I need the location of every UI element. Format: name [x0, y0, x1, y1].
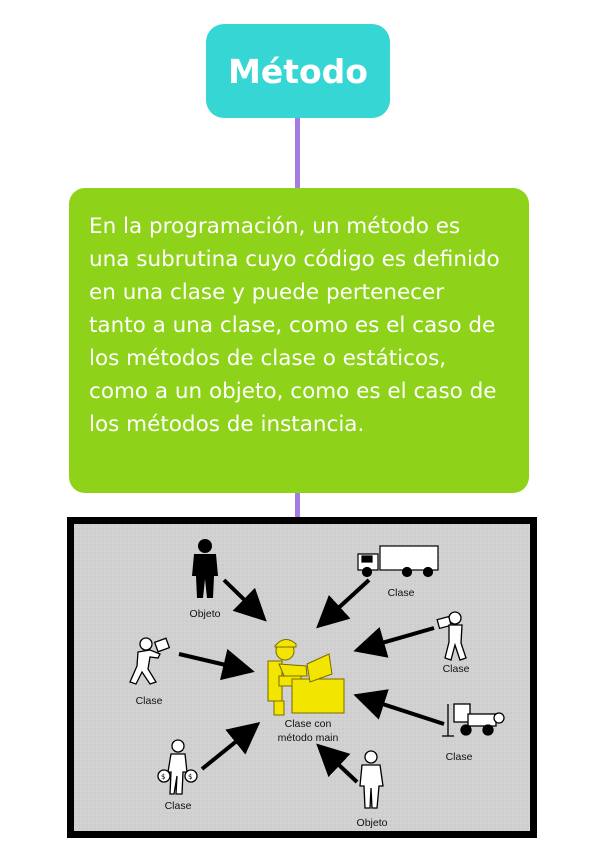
- forklift-icon: [442, 703, 505, 737]
- center-worker-computer-icon: [267, 639, 345, 716]
- arrow-objeto-bottom: [316, 743, 359, 784]
- center-label-line1: Clase con: [285, 718, 332, 730]
- person-white-icon: [359, 750, 384, 809]
- arrow-money: [200, 721, 261, 771]
- person-carrying-box-icon: [436, 611, 467, 661]
- node-label-money: Clase: [165, 800, 192, 812]
- svg-text:$: $: [161, 773, 165, 781]
- node-label-forklift: Clase: [446, 751, 473, 763]
- diagram-frame: Clase con método main Objeto Clase Clase: [67, 517, 537, 838]
- arrows: [178, 578, 445, 784]
- diagram-background: [74, 524, 530, 831]
- node-label-objeto-top: Objeto: [190, 608, 221, 620]
- connector-line-bottom: [295, 493, 300, 517]
- title-box: Método: [206, 24, 390, 118]
- truck-icon: [357, 545, 439, 578]
- connector-line-top: [295, 118, 300, 188]
- center-label-line2: método main: [278, 732, 339, 744]
- arrow-truck: [316, 578, 371, 629]
- node-label-truck: Clase: [388, 587, 415, 599]
- node-label-objeto-bottom: Objeto: [357, 817, 388, 829]
- arrow-forklift: [353, 689, 445, 726]
- person-black-icon: [192, 539, 218, 598]
- method-diagram: Clase con método main Objeto Clase Clase: [74, 524, 530, 831]
- svg-text:$: $: [188, 773, 192, 781]
- description-text: En la programación, un método es una sub…: [89, 214, 500, 437]
- page-title: Método: [228, 51, 368, 91]
- node-label-person-push: Clase: [136, 695, 163, 707]
- arrow-person-box: [353, 626, 435, 658]
- arrow-objeto-top: [222, 578, 267, 622]
- node-label-person-box: Clase: [443, 663, 470, 675]
- person-pushing-icon: [129, 637, 171, 685]
- description-box: En la programación, un método es una sub…: [69, 188, 529, 493]
- person-with-money-bags-icon: $ $: [157, 739, 198, 795]
- arrow-person-push: [178, 648, 255, 681]
